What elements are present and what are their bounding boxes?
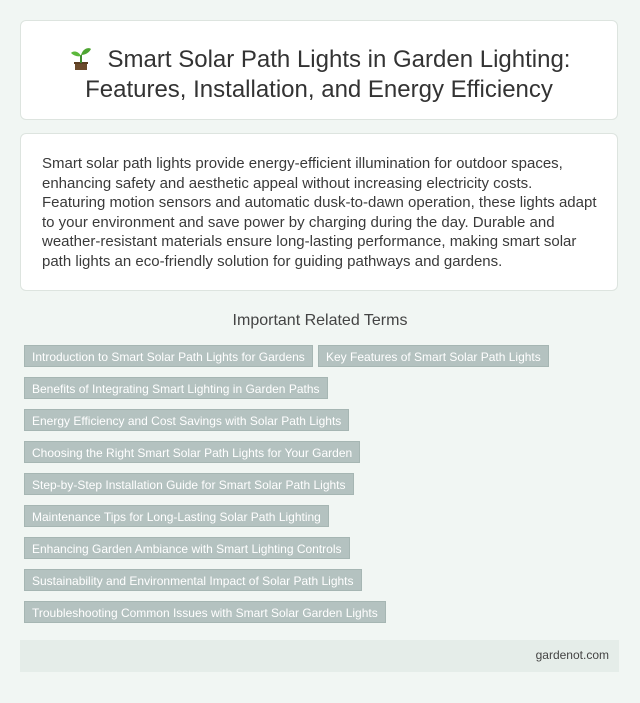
related-terms-heading: Important Related Terms	[232, 312, 408, 329]
related-term-tag[interactable]: Troubleshooting Common Issues with Smart…	[24, 601, 386, 623]
title-line-2: Features, Installation, and Energy Effic…	[85, 76, 553, 103]
description-text: Smart solar path lights provide energy-e…	[42, 155, 597, 270]
related-term-tag[interactable]: Energy Efficiency and Cost Savings with …	[24, 409, 350, 431]
description-card: Smart solar path lights provide energy-e…	[20, 133, 618, 291]
related-term-tag[interactable]: Choosing the Right Smart Solar Path Ligh…	[24, 441, 361, 463]
page-title: Smart Solar Path Lights in Garden Lighti…	[21, 45, 617, 105]
related-term-tag[interactable]: Sustainability and Environmental Impact …	[24, 569, 362, 591]
related-term-tag[interactable]: Benefits of Integrating Smart Lighting i…	[24, 377, 328, 399]
title-card: Smart Solar Path Lights in Garden Lighti…	[20, 20, 618, 120]
related-term-tag[interactable]: Maintenance Tips for Long-Lasting Solar …	[24, 505, 329, 527]
related-term-tag[interactable]: Key Features of Smart Solar Path Lights	[318, 345, 549, 367]
related-term-tag[interactable]: Enhancing Garden Ambiance with Smart Lig…	[24, 537, 350, 559]
title-line-1: Smart Solar Path Lights in Garden Lighti…	[107, 46, 571, 73]
related-term-tag[interactable]: Step-by-Step Installation Guide for Smar…	[24, 473, 354, 495]
footer-site-link[interactable]: gardenot.com	[535, 648, 609, 662]
footer: gardenot.com	[20, 640, 619, 672]
sprout-icon	[70, 48, 91, 70]
related-term-tag[interactable]: Introduction to Smart Solar Path Lights …	[24, 345, 313, 367]
